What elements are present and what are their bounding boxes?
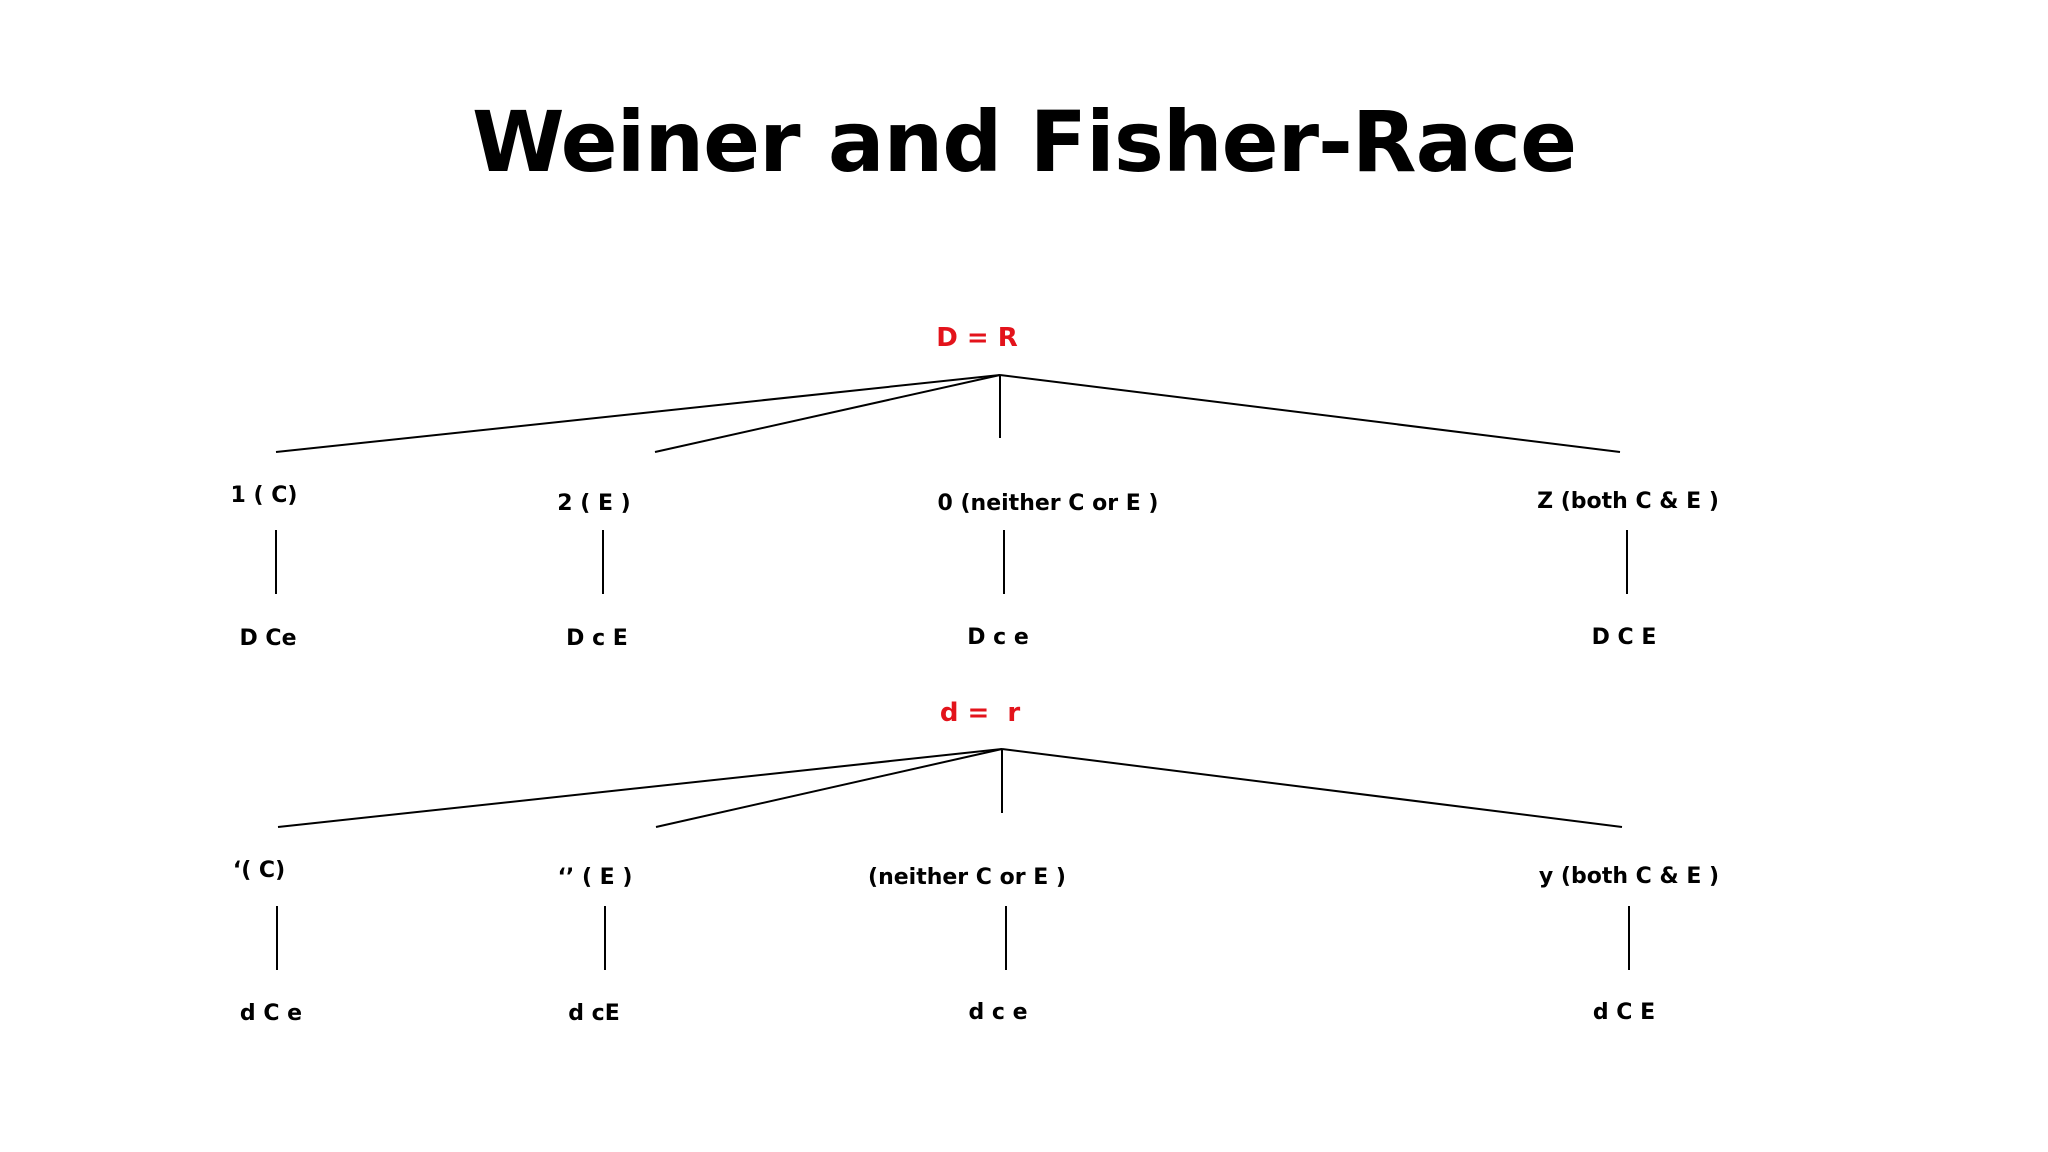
tree-1-genotype-2: D c E <box>566 626 628 651</box>
tree-1-root-label: D = R <box>936 323 1018 353</box>
tree-2-branch-2-label: ‘’ ( E ) <box>557 865 633 890</box>
page-title: Weiner and Fisher-Race <box>471 93 1577 191</box>
tree-2-genotype-2: d cE <box>568 1001 620 1026</box>
tree-2-branch-4-line <box>1001 748 1623 828</box>
tree-1-branch-4-line <box>999 374 1621 453</box>
tree-1-genotype-3: D c e <box>967 625 1029 650</box>
tree-2-genotype-3: d c e <box>968 1000 1028 1025</box>
tree-1-branch-2-label: 2 ( E ) <box>557 491 631 516</box>
tree-2-genotype-1: d C e <box>239 1001 303 1026</box>
tree-1-genotype-1: D Ce <box>239 626 297 651</box>
tree-1-branch-1-label: 1 ( C) <box>230 483 298 508</box>
tree-2-branch-2-line <box>655 748 1003 828</box>
tree-2-root-label: d = r <box>939 698 1021 728</box>
tree-2-branch-3-label: (neither C or E ) <box>868 865 1066 890</box>
tree-2-branch-1-line <box>277 748 1003 828</box>
tree-2-genotype-4: d C E <box>1592 1000 1656 1025</box>
tree-1-branch-2-line <box>654 374 1001 453</box>
tree-1-branch-3-label: 0 (neither C or E ) <box>937 491 1159 516</box>
tree-1-branch-4-label: Z (both C & E ) <box>1537 489 1719 514</box>
tree-1-genotype-4: D C E <box>1591 625 1657 650</box>
tree-2-branch-4-label: y (both C & E ) <box>1538 864 1720 889</box>
tree-1-branch-1-line <box>275 374 1001 453</box>
tree-2-branch-1-label: ‘( C) <box>232 858 286 883</box>
